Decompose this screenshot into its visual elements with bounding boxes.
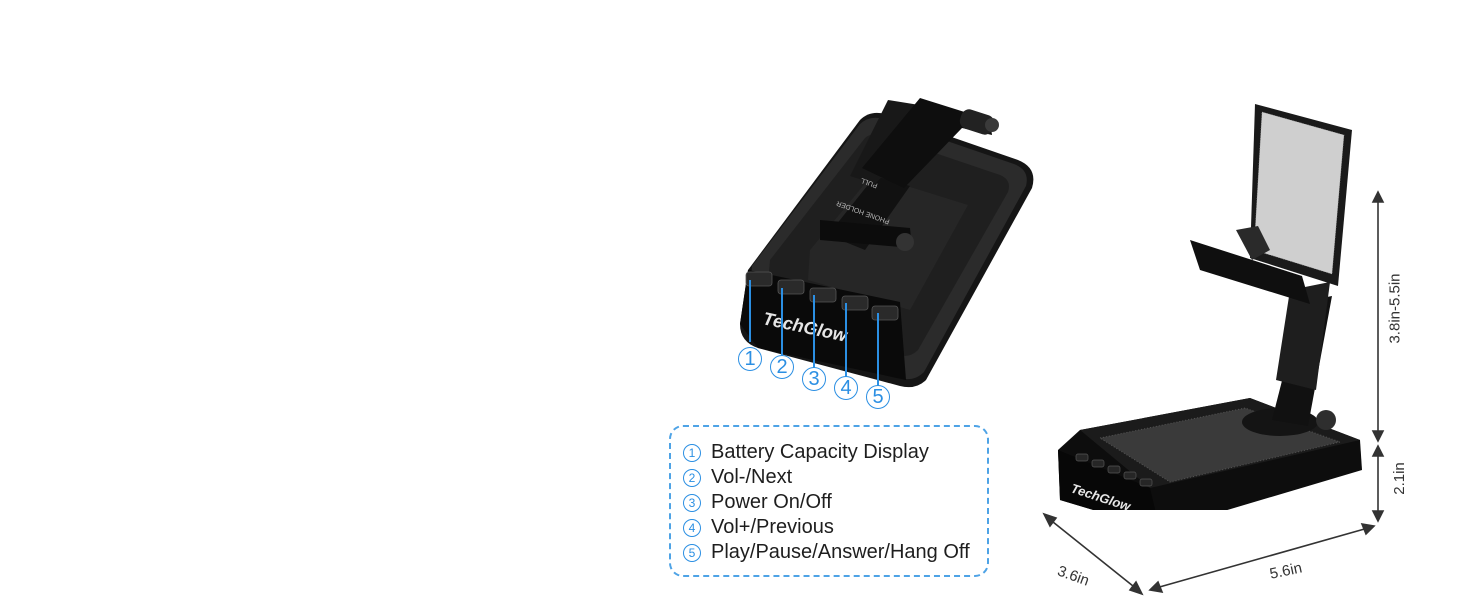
battery-button [745,271,773,287]
legend-item: 2 Vol-/Next [683,466,792,489]
speaker-stand-view: TechGlow [1058,104,1362,510]
legend-item: 4 Vol+/Previous [683,516,834,539]
callout-2: 2 [770,355,794,379]
callout-3: 3 [802,367,826,391]
legend-label: Battery Capacity Display [711,441,929,463]
button-legend: 1 Battery Capacity Display 2 Vol-/Next 3… [669,425,989,577]
legend-number: 3 [683,493,701,512]
speaker-folded-view: PULL PHONE HOLDER TechGlow [740,98,1034,388]
legend-label: Play/Pause/Answer/Hang Off [711,541,970,563]
legend-number: 5 [683,543,701,562]
dimension-base-height: 2.1in [1390,462,1408,495]
legend-number: 1 [683,443,701,462]
callout-1: 1 [738,347,762,371]
legend-label: Vol-/Next [711,466,793,488]
dimension-stand-height: 3.8in-5.5in [1386,273,1404,344]
dimension-lines [1042,190,1385,596]
legend-item: 1 Battery Capacity Display [683,441,929,464]
play-pause-button [871,305,899,321]
vol-plus-button [841,295,869,311]
legend-label: Vol+/Previous [711,516,834,538]
power-button [809,287,837,303]
legend-number: 4 [683,518,701,537]
callout-4: 4 [834,376,858,400]
legend-item: 5 Play/Pause/Answer/Hang Off [683,541,970,564]
legend-number: 2 [683,468,701,487]
vol-minus-button [777,279,805,295]
legend-label: Power On/Off [711,491,832,513]
legend-item: 3 Power On/Off [683,491,832,514]
callout-5: 5 [866,385,890,409]
